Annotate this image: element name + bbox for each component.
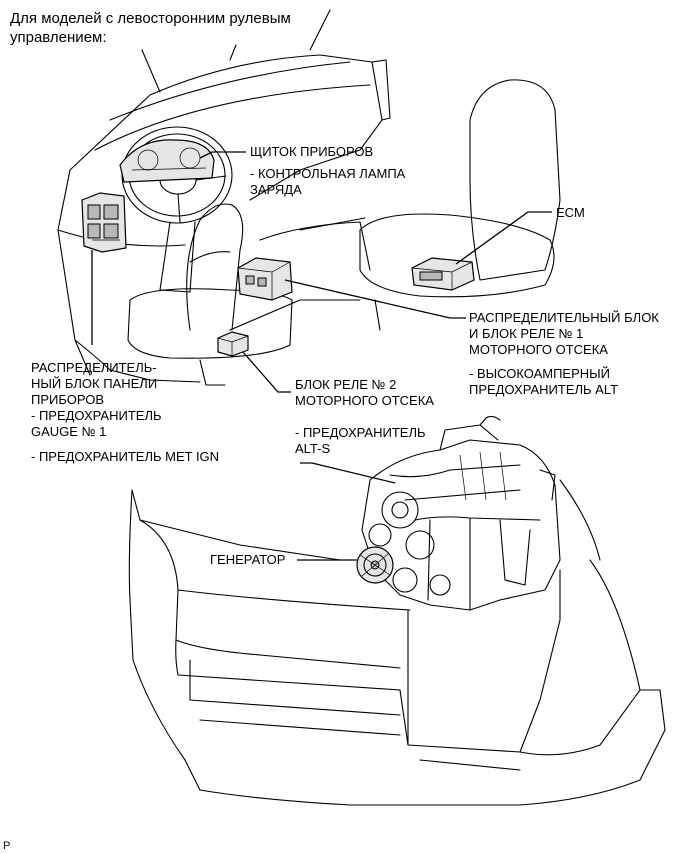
label-gauge-fuse-line2: GAUGE № 1: [31, 424, 107, 439]
label-engine-room-jb-line2: И БЛОК РЕЛЕ № 1: [469, 326, 584, 341]
leader-ecm: [455, 211, 552, 265]
generator-alternator: [356, 546, 394, 584]
driver-seat: [127, 203, 293, 386]
label-generator: ГЕНЕРАТОР: [210, 552, 286, 567]
label-gauge-fuse-line1: - ПРЕДОХРАНИТЕЛЬ: [31, 408, 162, 423]
label-relay-block-2-line2: МОТОРНОГО ОТСЕКА: [295, 393, 434, 408]
engine-room-relay-block-2: [217, 331, 249, 357]
leader-relay-2: [242, 351, 291, 393]
leader-alts: [300, 462, 396, 484]
engine-assembly: [361, 415, 561, 611]
engine-room-junction-block-1: [237, 257, 293, 301]
diagram-title: Для моделей с левосторонним рулевым упра…: [10, 10, 291, 46]
label-ecm: ECM: [556, 205, 585, 220]
instrument-cluster: [119, 139, 215, 183]
label-alt-fuse-line1: - ВЫСОКОАМПЕРНЫЙ: [469, 366, 611, 381]
label-ip-jb-line1: РАСПРЕДЕЛИТЕЛЬ-: [31, 360, 157, 375]
vehicle-front-body: [128, 479, 666, 806]
label-ip-jb-line3: ПРИБОРОВ: [31, 392, 105, 407]
instrument-panel-junction-block: [81, 192, 127, 253]
ecm-unit: [411, 257, 475, 291]
leader-instrument-panel: [199, 151, 246, 159]
label-alts-fuse-line1: - ПРЕДОХРАНИТЕЛЬ: [295, 425, 426, 440]
label-engine-room-jb-line3: МОТОРНОГО ОТСЕКА: [469, 342, 608, 357]
label-alt-fuse-line2: ПРЕДОХРАНИТЕЛЬ ALT: [469, 382, 619, 397]
label-met-ign-fuse: - ПРЕДОХРАНИТЕЛЬ MET IGN: [31, 449, 220, 464]
leader-engine-room-jb: [284, 279, 466, 319]
label-engine-room-jb-line1: РАСПРЕДЕЛИТЕЛЬНЫЙ БЛОК: [469, 310, 659, 325]
footer-code: P: [3, 840, 11, 852]
passenger-seat: [259, 79, 561, 331]
dashboard-outline: [57, 9, 391, 376]
label-charge-lamp-line1: - КОНТРОЛЬНАЯ ЛАМПА: [250, 166, 406, 181]
label-alts-fuse-line2: ALT-S: [295, 441, 331, 456]
cabin-floor: [74, 251, 361, 383]
label-instrument-panel: ЩИТОК ПРИБОРОВ: [250, 144, 374, 159]
label-relay-block-2-line1: БЛОК РЕЛЕ № 2: [295, 377, 397, 392]
label-ip-jb-line2: НЫЙ БЛОК ПАНЕЛИ: [31, 376, 158, 391]
label-charge-lamp-line2: ЗАРЯДА: [250, 182, 302, 197]
